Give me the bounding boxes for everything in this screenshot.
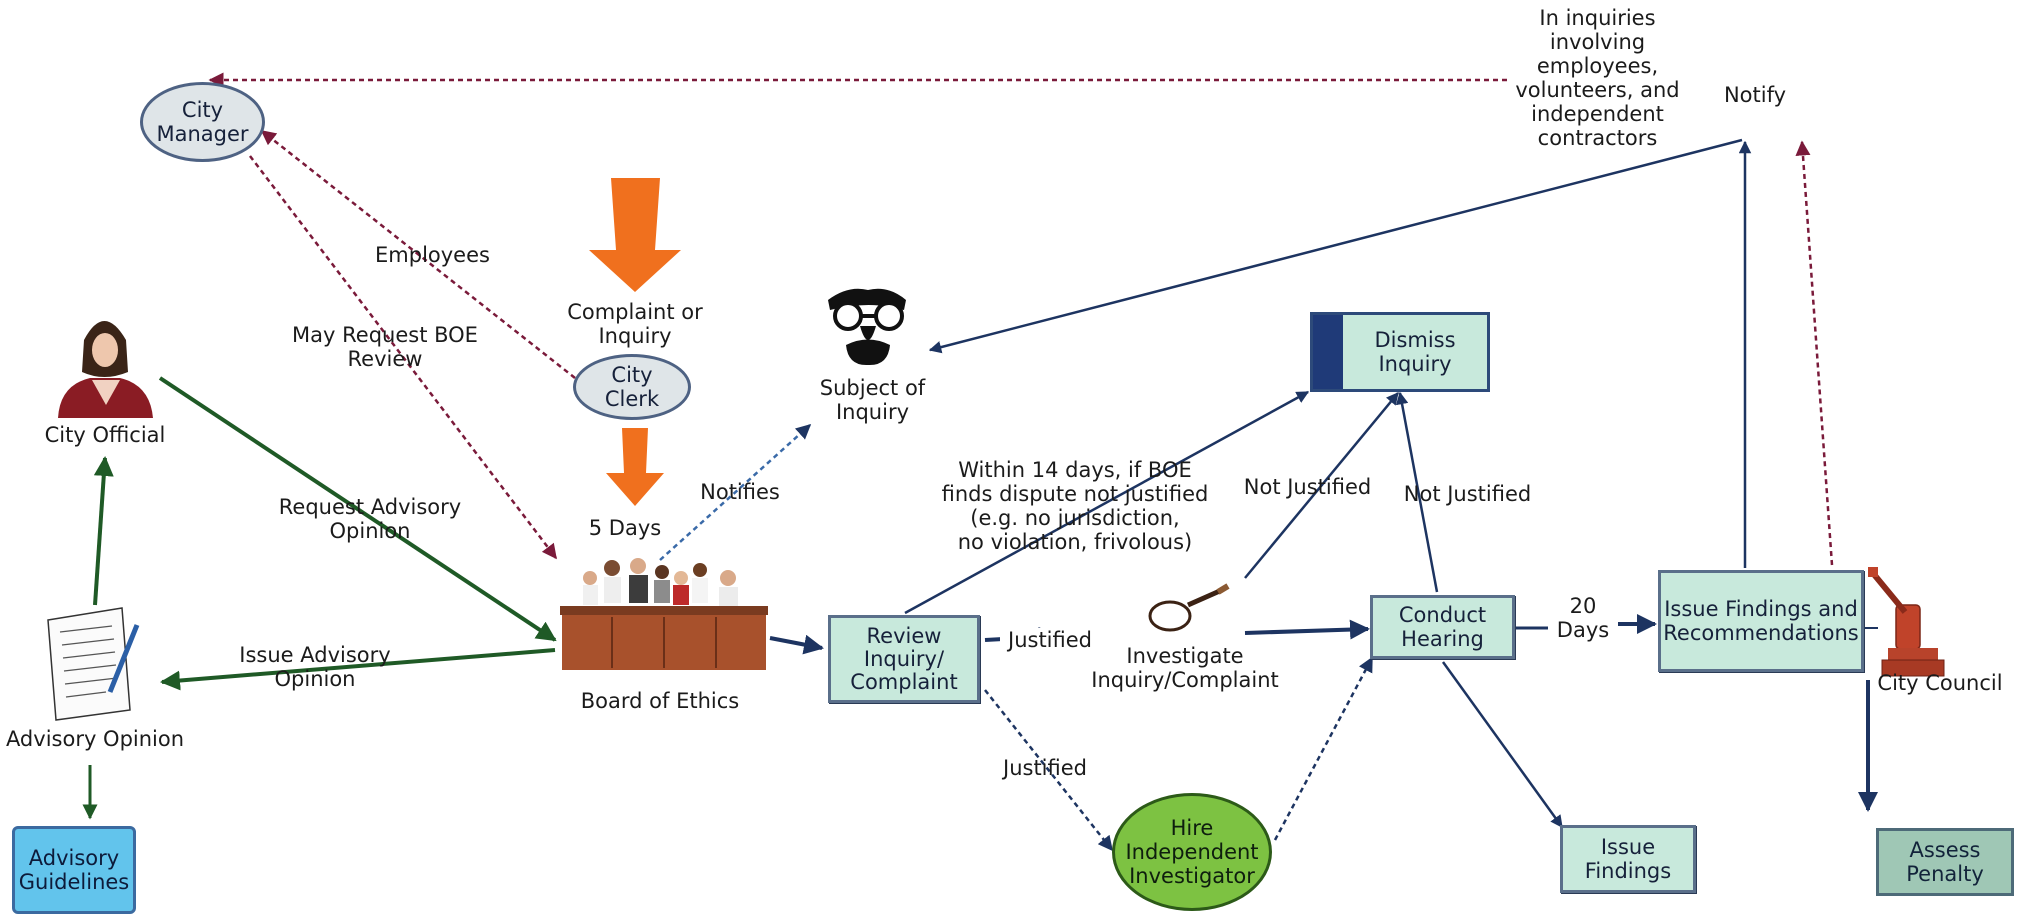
arrow-opinion-official <box>93 456 114 606</box>
arrow-manager-to-board <box>249 155 557 560</box>
disguise-glasses-icon <box>828 288 906 366</box>
dismiss-label: Dismiss Inquiry <box>1374 328 1456 376</box>
arrow-investigate-dismiss <box>1244 392 1399 579</box>
findings-recs-label: Issue Findings and Recommendations <box>1663 597 1859 645</box>
hearing-label: Conduct Hearing <box>1398 603 1487 651</box>
arrow-hearing-issue-findings <box>1441 661 1564 829</box>
arrow-clerk-to-manager <box>260 130 576 379</box>
not-justified-label-1: Not Justified <box>1243 475 1372 499</box>
board-of-ethics-label: Board of Ethics <box>580 689 740 713</box>
arrow-hire-hearing <box>1273 656 1374 841</box>
arrow-council-notify-dashed <box>1795 140 1834 566</box>
arrows-green <box>82 376 557 820</box>
hire-node[interactable]: Hire Independent Investigator <box>1112 793 1272 911</box>
justified-label-1: Justified <box>1000 628 1100 652</box>
city-clerk-label: City Clerk <box>604 363 660 411</box>
assess-penalty-node[interactable]: Assess Penalty <box>1876 828 2014 896</box>
arrow-clerk-to-board <box>606 428 664 506</box>
board-of-ethics-icon <box>560 558 768 670</box>
review-label: Review Inquiry/ Complaint <box>850 623 958 694</box>
orange-arrows <box>589 178 681 506</box>
arrow-notify-subject <box>928 138 1743 354</box>
request-advisory-label: Request Advisory Opinion <box>278 495 462 543</box>
hearing-node[interactable]: Conduct Hearing <box>1370 595 1515 659</box>
arrow-justified-hire <box>984 689 1113 852</box>
dismiss-node[interactable]: Dismiss Inquiry <box>1310 312 1490 392</box>
arrow-complaint-down <box>589 178 681 292</box>
issue-advisory-label: Issue Advisory Opinion <box>239 643 391 691</box>
twenty-days-label: 20 Days <box>1556 594 1610 642</box>
within-14-days-label: Within 14 days, if BOE finds dispute not… <box>941 458 1209 554</box>
arrow-request-advisory <box>158 376 557 642</box>
magnifier-icon <box>1148 583 1230 632</box>
city-council-label: City Council <box>1877 671 2003 695</box>
city-manager-label: City Manager <box>156 98 249 146</box>
investigate-label: Investigate Inquiry/Complaint <box>1091 644 1279 692</box>
arrow-review-dismiss <box>904 390 1310 615</box>
document-pen-icon <box>47 607 140 721</box>
may-request-label: May Request BOE Review <box>292 323 478 371</box>
in-inquiries-label: In inquiries involving employees, volunt… <box>1510 6 1685 150</box>
dismiss-accent-bar <box>1313 315 1343 389</box>
advisory-guidelines-node[interactable]: Advisory Guidelines <box>12 826 136 914</box>
advisory-opinion-label: Advisory Opinion <box>5 727 185 751</box>
employees-label: Employees <box>375 243 490 267</box>
city-clerk-node[interactable]: City Clerk <box>573 354 691 420</box>
findings-recs-node[interactable]: Issue Findings and Recommendations <box>1658 570 1864 672</box>
issue-findings-node[interactable]: Issue Findings <box>1560 825 1696 893</box>
subject-label: Subject of Inquiry <box>819 376 926 424</box>
arrow-investigate-hearing <box>1244 619 1370 640</box>
gavel-icon <box>1868 567 1945 677</box>
city-official-label: City Official <box>44 423 166 447</box>
review-node[interactable]: Review Inquiry/ Complaint <box>828 615 980 703</box>
dashed-arrows-navy <box>659 423 1374 852</box>
city-manager-node[interactable]: City Manager <box>140 82 265 162</box>
advisory-guidelines-label: Advisory Guidelines <box>18 846 130 894</box>
five-days-label: 5 Days <box>588 516 662 540</box>
dashed-arrows-maroon <box>208 72 1834 566</box>
complaint-label: Complaint or Inquiry <box>567 300 703 348</box>
arrow-hearing-dismiss <box>1395 391 1439 593</box>
notify-label: Notify <box>1723 83 1787 107</box>
arrow-notifies-subject <box>659 423 812 561</box>
not-justified-label-2: Not Justified <box>1403 482 1532 506</box>
assess-penalty-label: Assess Penalty <box>1906 838 1984 886</box>
notifies-label: Notifies <box>700 480 780 504</box>
arrow-board-review <box>769 634 824 655</box>
justified-label-2: Justified <box>1003 756 1087 780</box>
hire-label: Hire Independent Investigator <box>1125 816 1259 888</box>
issue-findings-label: Issue Findings <box>1584 835 1672 883</box>
person-icon <box>58 321 153 418</box>
arrow-issue-advisory <box>160 648 556 691</box>
